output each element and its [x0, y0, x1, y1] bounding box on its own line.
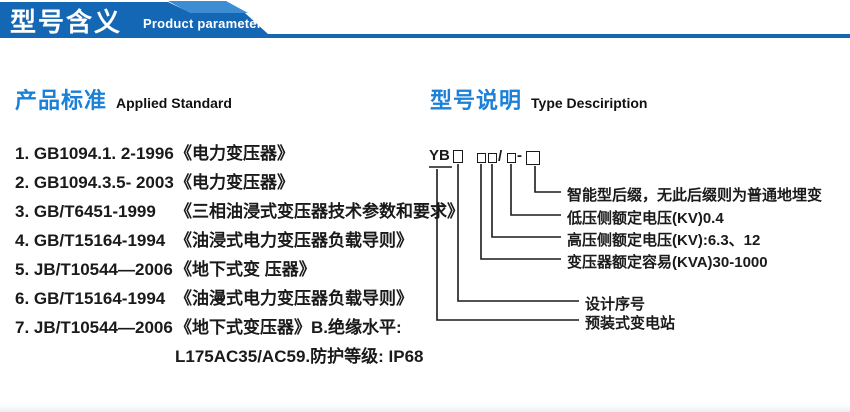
standard-item: 6. GB/T15164-1994 《油漫式电力变压器负载导则》: [15, 284, 435, 313]
standard-title: 《地下式变 压器》: [175, 260, 316, 279]
applied-standard-heading-en: Applied Standard: [116, 95, 232, 111]
model-code-box-hv: [488, 153, 497, 163]
standard-item-continuation: L175AC35/AC59.防护等级: IP68: [15, 342, 435, 371]
standard-title: 《三相油浸式变压器技术参数和要求》: [175, 202, 464, 221]
model-code-box-lv: [507, 153, 516, 163]
standard-title: 《电力变压器》: [175, 173, 294, 192]
standards-list: 1. GB1094.1. 2-1996 《电力变压器》 2. GB1094.3.…: [15, 139, 464, 371]
type-description-heading: 型号说明 Type Desciription: [430, 83, 647, 115]
standard-title: 《油漫式电力变压器负载导则》: [175, 289, 413, 308]
standard-title: L175AC35/AC59.防护等级: IP68: [175, 347, 424, 366]
standard-code: 7. JB/T10544—2006: [15, 318, 173, 337]
standard-code: 4. GB/T15164-1994: [15, 231, 166, 250]
standard-item: 7. JB/T10544—2006 《地下式变压器》B.绝缘水平:: [15, 313, 435, 342]
standard-title: 《油浸式电力变压器负载导则》: [175, 231, 413, 250]
model-code-prefix: YB: [429, 147, 450, 164]
callout-rated-capacity: 变压器额定容易(KVA)30-1000: [567, 254, 768, 271]
page-subtitle: Product parameters: [143, 16, 270, 31]
type-description-heading-cn: 型号说明: [430, 88, 523, 113]
standard-item: 3. GB/T6451-1999 《三相油浸式变压器技术参数和要求》: [15, 197, 464, 226]
standard-item: 4. GB/T15164-1994 《油浸式电力变压器负载导则》: [15, 226, 435, 255]
model-code-box-capacity: [477, 153, 486, 163]
callout-smart-suffix: 智能型后缀，无此后缀则为普通地埋变: [567, 187, 823, 204]
type-description-heading-en: Type Desciription: [531, 95, 648, 111]
standard-item: 1. GB1094.1. 2-1996 《电力变压器》: [15, 139, 435, 168]
model-code-dash: -: [517, 147, 522, 164]
model-code-box-design: [453, 150, 463, 163]
callout-high-voltage: 高压侧额定电压(KV):6.3、12: [567, 232, 761, 249]
model-code-slash: /: [498, 148, 503, 165]
standard-item: 5. JB/T10544—2006 《地下式变 压器》: [15, 255, 435, 284]
model-code-box-smart-suffix: [526, 151, 540, 165]
page-header-banner: 型号含义 Product parameters: [0, 0, 850, 44]
callout-design-serial: 设计序号: [585, 296, 646, 313]
standard-code: 6. GB/T15164-1994: [15, 289, 166, 308]
standard-code: 2. GB1094.3.5- 2003: [15, 173, 174, 192]
callout-low-voltage: 低压侧额定电压(KV)0.4: [567, 210, 724, 227]
callout-prefabricated-substation: 预装式变电站: [585, 315, 676, 332]
standard-title: 《电力变压器》: [175, 144, 294, 163]
standard-code: 5. JB/T10544—2006: [15, 260, 173, 279]
applied-standard-heading: 产品标准 Applied Standard: [15, 83, 232, 115]
applied-standard-heading-cn: 产品标准: [15, 88, 108, 113]
page-title: 型号含义: [10, 7, 123, 37]
standard-title: 《地下式变压器》B.绝缘水平:: [175, 318, 402, 337]
standard-code: 3. GB/T6451-1999: [15, 202, 156, 221]
banner-ribbon-shape: [0, 1, 850, 38]
page-bottom-divider: [0, 405, 850, 412]
standard-item: 2. GB1094.3.5- 2003 《电力变压器》: [15, 168, 435, 197]
standard-code: 1. GB1094.1. 2-1996: [15, 144, 174, 163]
